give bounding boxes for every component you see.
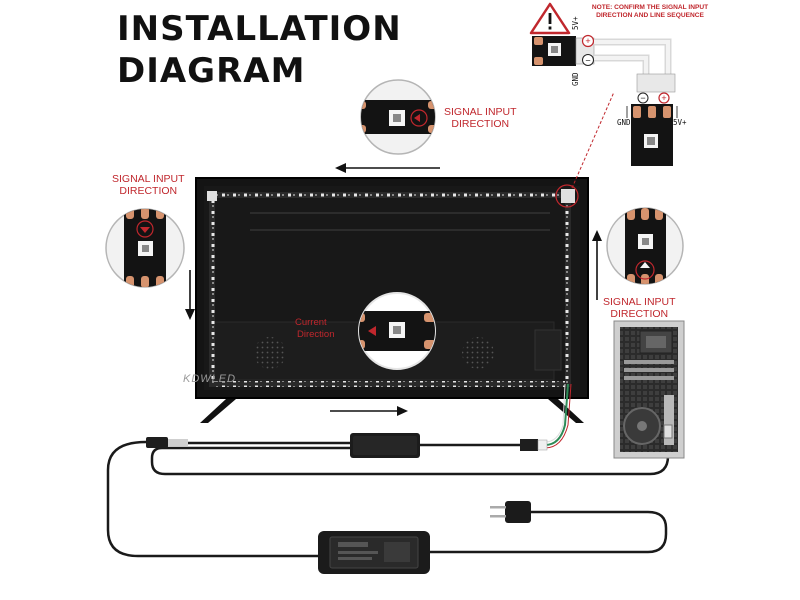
current-direction-line1: Current xyxy=(295,317,327,328)
connection-note-diagram: + − − + xyxy=(529,2,678,166)
diagram-title-line2: DIAGRAM xyxy=(117,51,306,91)
diagram-title-line1: INSTALLATION xyxy=(117,9,402,49)
jst-connector xyxy=(520,439,548,451)
current-direction-label: Current Direction xyxy=(295,317,335,341)
led-controller xyxy=(350,433,420,458)
pin-label-gnd-top: GND xyxy=(571,72,580,86)
led-strip-bottom xyxy=(209,381,571,387)
cables xyxy=(106,434,670,558)
callout-top xyxy=(360,79,436,155)
corner-connector-right xyxy=(561,189,575,203)
signal-label-left: SIGNAL INPUT DIRECTION xyxy=(112,173,185,197)
pin-label-5v-bottom: 5V+ xyxy=(673,118,687,127)
pin-label-5v-top: 5V+ xyxy=(571,16,580,30)
dc-cable-to-adapter xyxy=(106,440,320,558)
callout-pointer-line xyxy=(571,91,615,189)
usb-cable xyxy=(150,434,670,476)
signal-label-right: SIGNAL INPUT DIRECTION xyxy=(603,296,676,320)
usb-plug xyxy=(663,424,673,439)
callout-right xyxy=(606,207,684,285)
tv-stand-left xyxy=(200,399,236,423)
corner-connector-left xyxy=(207,191,217,201)
direction-arrow-icon xyxy=(185,163,602,416)
signal-label-right-line2: DIRECTION xyxy=(610,308,669,320)
pin-label-gnd-bottom: GND xyxy=(617,118,631,127)
speaker-grill-left xyxy=(254,337,286,369)
led-strip-right xyxy=(565,192,571,387)
callout-center xyxy=(358,292,436,370)
dc-barrel-connector xyxy=(146,437,188,448)
speaker-grill-right xyxy=(462,337,494,369)
power-adapter xyxy=(318,531,430,574)
signal-label-top-line2: DIRECTION xyxy=(451,118,510,130)
callout-left xyxy=(105,208,185,288)
minus-pin-bottom: − xyxy=(640,93,645,103)
warning-icon xyxy=(529,2,571,35)
strip-wire-bundle xyxy=(544,383,569,446)
note-line2: DIRECTION AND LINE SEQUENCE xyxy=(596,12,704,19)
eu-plug xyxy=(490,501,531,523)
note-text: NOTE: CONFIRM THE SIGNAL INPUT DIRECTION… xyxy=(582,4,718,20)
signal-label-top-line1: SIGNAL INPUT xyxy=(444,106,517,118)
signal-label-right-line1: SIGNAL INPUT xyxy=(603,296,676,308)
signal-label-left-line2: DIRECTION xyxy=(119,185,178,197)
minus-pin-top: − xyxy=(585,56,590,66)
ac-cable xyxy=(428,510,668,554)
led-strip-left xyxy=(209,192,215,387)
signal-label-top: SIGNAL INPUT DIRECTION xyxy=(444,106,517,130)
signal-label-left-line1: SIGNAL INPUT xyxy=(112,173,185,185)
led-strip-top xyxy=(209,192,571,198)
pc-tower xyxy=(613,320,685,459)
plus-pin-bottom: + xyxy=(661,93,666,103)
signal-start-marker xyxy=(555,184,579,208)
note-line1: NOTE: CONFIRM THE SIGNAL INPUT xyxy=(591,4,709,11)
current-direction-line2: Direction xyxy=(297,329,335,340)
plus-pin-top: + xyxy=(585,36,590,46)
watermark: KDWLED xyxy=(183,373,237,385)
